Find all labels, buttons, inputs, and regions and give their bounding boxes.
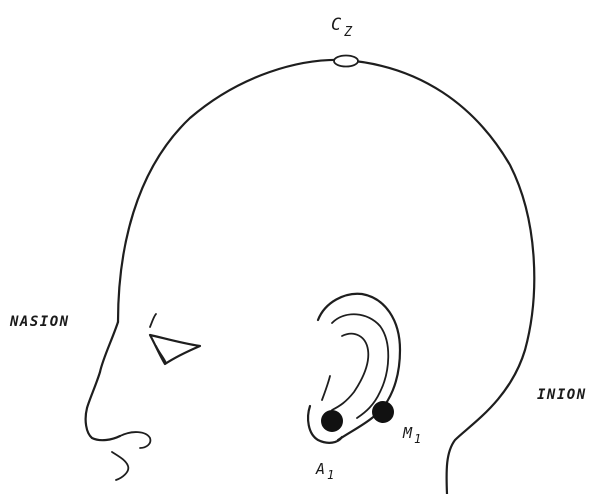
mastoid-label-subscript: 1 <box>414 432 421 446</box>
eyebrow <box>150 314 156 327</box>
mastoid-electrode-dot <box>372 401 394 423</box>
vertex-electrode-marker <box>334 56 358 67</box>
eye-lash <box>156 346 166 363</box>
ear-concha <box>332 334 368 410</box>
ear-lobe-label-subscript: 1 <box>327 468 334 482</box>
ear-lobe-label-main: A <box>315 460 325 478</box>
ear-canal <box>322 376 330 400</box>
inion-label: INION <box>537 387 587 403</box>
mastoid-label-main: M <box>402 424 413 442</box>
vertex-label-main: C <box>331 15 342 35</box>
ear-lobe-electrode-dot <box>321 410 343 432</box>
vertex-label-subscript: Z <box>343 25 353 40</box>
lips <box>112 452 128 480</box>
nose-nostril <box>120 432 150 448</box>
nasion-label: NASION <box>9 314 70 330</box>
face-profile <box>86 322 120 440</box>
